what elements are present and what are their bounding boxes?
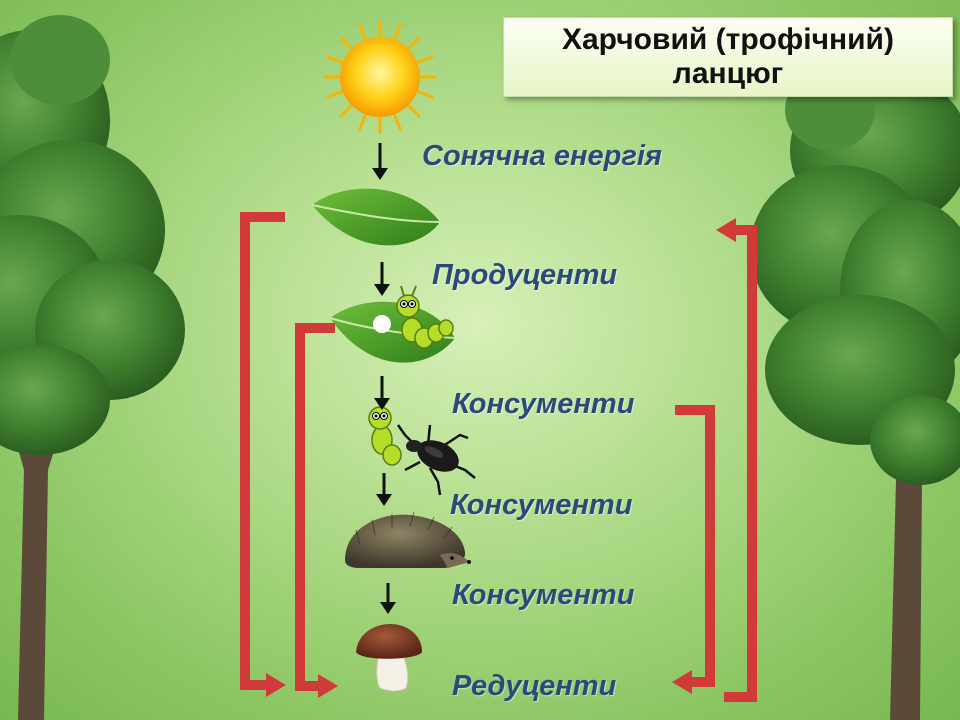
- sun-icon: [323, 20, 437, 134]
- hedgehog-icon: [345, 511, 471, 568]
- down-arrow-icon: [376, 473, 392, 506]
- label-producers: Продуценти: [432, 259, 618, 291]
- label-consumers-3: Консументи: [452, 579, 635, 611]
- inner-right-bracket-arrow: [672, 405, 715, 694]
- down-arrow-icon: [380, 583, 396, 614]
- label-decomposers: Редуценти: [452, 670, 617, 702]
- right-tree-icon: [750, 70, 960, 720]
- beetle-with-caterpillar-icon: [368, 406, 476, 496]
- inner-left-bracket-arrow: [295, 323, 338, 698]
- leaf-icon: [311, 188, 441, 246]
- title-box: Харчовий (трофічний) ланцюг: [503, 17, 953, 97]
- label-consumers-1: Консументи: [452, 388, 635, 420]
- down-arrow-icon: [372, 143, 388, 180]
- label-solar-energy: Сонячна енергія: [422, 140, 662, 172]
- mushroom-icon: [356, 624, 422, 692]
- label-consumers-2: Консументи: [450, 489, 633, 521]
- caterpillar-on-leaf-icon: [329, 285, 456, 363]
- down-arrow-icon: [374, 376, 390, 410]
- title-line-1: Харчовий (трофічний): [561, 23, 894, 56]
- outer-left-bracket-arrow: [240, 212, 286, 697]
- title-line-2: ланцюг: [672, 57, 784, 90]
- left-tree-icon: [0, 15, 185, 720]
- red-bracket-arrows: [240, 212, 757, 702]
- chain-down-arrows: [372, 143, 396, 614]
- down-arrow-icon: [374, 262, 390, 296]
- outer-right-bracket-arrow: [716, 218, 757, 702]
